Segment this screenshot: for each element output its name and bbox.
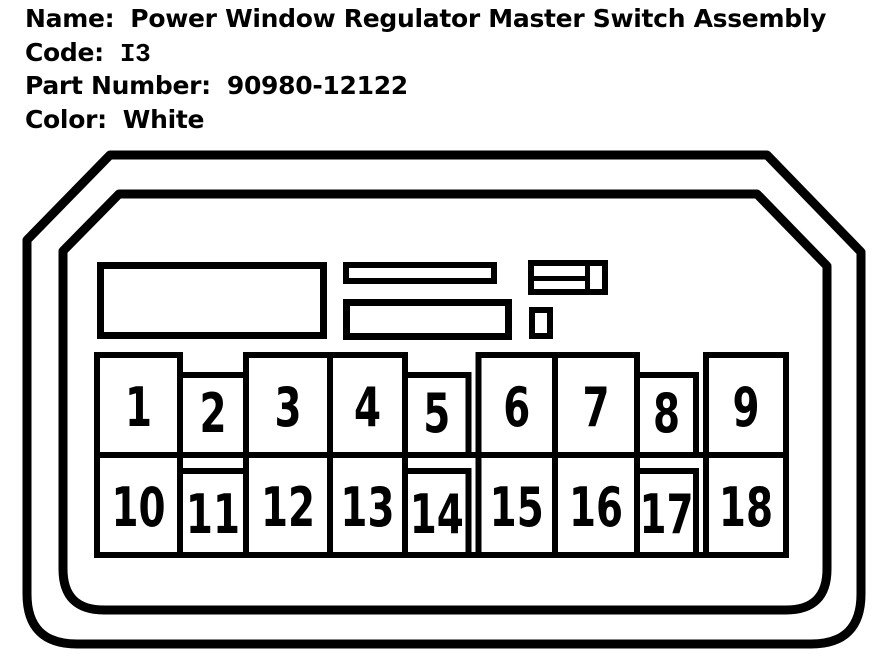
part-number-value: 90980-12122 xyxy=(226,71,408,100)
pin-number-7: 7 xyxy=(582,377,609,440)
pin-number-6: 6 xyxy=(503,377,530,440)
color-value: White xyxy=(122,104,205,134)
pin-cavity-16 xyxy=(552,452,640,558)
pin-number-1: 1 xyxy=(125,377,152,440)
pin-number-4: 4 xyxy=(354,377,381,440)
color-label: Color: xyxy=(25,104,107,134)
key-slot-small xyxy=(529,307,553,339)
pin-cavity-10 xyxy=(94,452,183,558)
key-slot-thin xyxy=(343,262,497,284)
pin-number-13: 13 xyxy=(340,477,394,540)
code-line: Code: I3 xyxy=(25,36,826,70)
name-label: Name: xyxy=(25,4,115,33)
pin-number-9: 9 xyxy=(732,377,759,440)
name-line: Name: Power Window Regulator Master Switc… xyxy=(25,2,826,36)
part-number-label: Part Number: xyxy=(25,71,211,100)
pin-number-8: 8 xyxy=(653,383,680,446)
pin-cavity-2 xyxy=(177,372,249,458)
pin-cavity-5 xyxy=(402,372,472,458)
pin-number-11: 11 xyxy=(186,484,240,547)
pin-cavity-14 xyxy=(402,468,472,558)
connector-outer-outline xyxy=(22,150,866,649)
part-number-line: Part Number: 90980-12122 xyxy=(25,69,826,103)
pin-cavity-13 xyxy=(327,452,408,558)
pin-number-16: 16 xyxy=(569,477,623,540)
pin-number-12: 12 xyxy=(261,477,315,540)
pin-cavity-8 xyxy=(634,372,699,458)
pin-number-14: 14 xyxy=(410,484,464,547)
pin-cavity-15 xyxy=(475,452,558,558)
key-slot-large xyxy=(97,262,327,339)
key-slot-medium xyxy=(343,299,512,340)
name-value: Power Window Regulator Master Switch Ass… xyxy=(130,4,827,33)
header-block: Name: Power Window Regulator Master Switc… xyxy=(25,2,826,136)
pin-number-18: 18 xyxy=(719,477,773,540)
pin-number-group: 1 2 3 4 5 6 7 8 9 10 11 12 13 14 15 16 1… xyxy=(111,377,773,547)
pin-number-10: 10 xyxy=(111,477,165,540)
pin-cavity-17 xyxy=(634,468,699,558)
pin-number-17: 17 xyxy=(639,484,693,547)
code-value: I3 xyxy=(119,38,151,69)
pin-number-5: 5 xyxy=(423,383,450,446)
color-line: Color: White xyxy=(25,103,826,137)
code-label: Code: xyxy=(25,37,104,67)
pin-number-3: 3 xyxy=(274,377,301,440)
connector-inner-outline xyxy=(58,189,832,615)
pin-number-15: 15 xyxy=(490,477,544,540)
pin-number-2: 2 xyxy=(199,383,226,446)
pin-cavity-18 xyxy=(703,452,789,558)
pin-cavity-7 xyxy=(552,352,640,458)
